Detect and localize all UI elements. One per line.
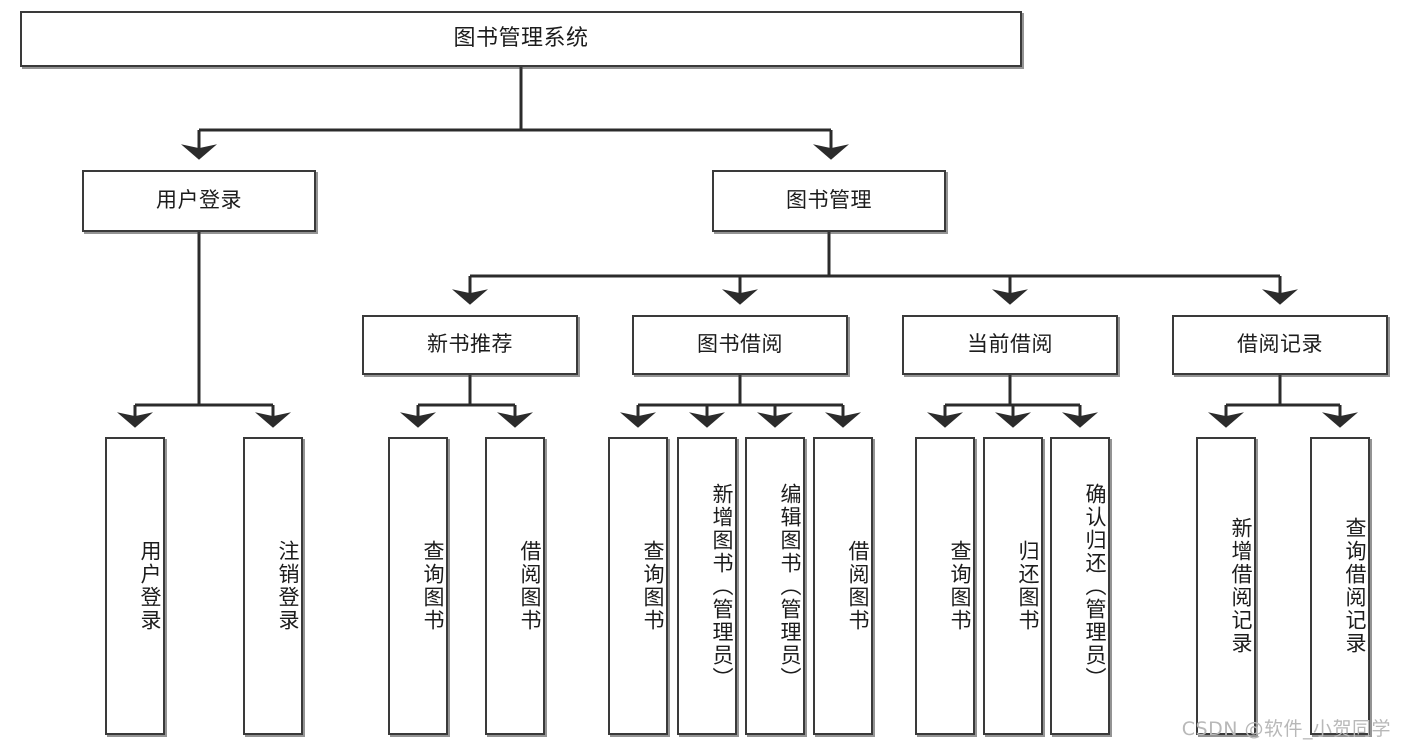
node-label: 查询图书 xyxy=(421,540,445,632)
leaf-query-borrow-record[interactable]: 查询借阅记录 xyxy=(1310,437,1370,735)
node-root-system[interactable]: 图书管理系统 xyxy=(20,11,1022,67)
node-label: 借阅图书 xyxy=(846,540,870,632)
leaf-query-book-current[interactable]: 查询图书 xyxy=(915,437,975,735)
leaf-borrow-book[interactable]: 借阅图书 xyxy=(813,437,873,735)
node-label: 图书管理系统 xyxy=(453,25,589,51)
node-label: 新增图书（管理员） xyxy=(710,482,734,690)
node-label: 确认归还（管理员） xyxy=(1083,482,1107,690)
node-book-management[interactable]: 图书管理 xyxy=(712,170,946,232)
leaf-confirm-return-admin[interactable]: 确认归还（管理员） xyxy=(1050,437,1110,735)
node-label: 图书管理 xyxy=(786,188,872,213)
leaf-add-book-admin[interactable]: 新增图书（管理员） xyxy=(677,437,737,735)
leaf-edit-book-admin[interactable]: 编辑图书（管理员） xyxy=(745,437,805,735)
node-label: 用户登录 xyxy=(138,540,162,632)
node-label: 查询借阅记录 xyxy=(1343,517,1367,655)
node-current-borrow[interactable]: 当前借阅 xyxy=(902,315,1118,375)
node-label: 借阅图书 xyxy=(518,540,542,632)
leaf-user-login[interactable]: 用户登录 xyxy=(105,437,165,735)
node-user-login[interactable]: 用户登录 xyxy=(82,170,316,232)
node-label: 新增借阅记录 xyxy=(1229,517,1253,655)
leaf-return-book[interactable]: 归还图书 xyxy=(983,437,1043,735)
node-label: 查询图书 xyxy=(948,540,972,632)
leaf-borrow-book-recommendation[interactable]: 借阅图书 xyxy=(485,437,545,735)
node-label: 注销登录 xyxy=(276,540,300,632)
node-label: 借阅记录 xyxy=(1237,332,1323,357)
leaf-logout-login[interactable]: 注销登录 xyxy=(243,437,303,735)
node-borrow-record[interactable]: 借阅记录 xyxy=(1172,315,1388,375)
node-label: 编辑图书（管理员） xyxy=(778,482,802,690)
node-label: 图书借阅 xyxy=(697,332,783,357)
leaf-query-book-recommendation[interactable]: 查询图书 xyxy=(388,437,448,735)
node-label: 当前借阅 xyxy=(967,332,1053,357)
watermark-text: CSDN @软件_小贺同学 xyxy=(1181,718,1391,740)
node-label: 归还图书 xyxy=(1016,540,1040,632)
leaf-query-book-borrow[interactable]: 查询图书 xyxy=(608,437,668,735)
node-label: 查询图书 xyxy=(641,540,665,632)
node-label: 新书推荐 xyxy=(427,332,513,357)
node-book-borrow[interactable]: 图书借阅 xyxy=(632,315,848,375)
node-label: 用户登录 xyxy=(156,188,242,213)
leaf-add-borrow-record[interactable]: 新增借阅记录 xyxy=(1196,437,1256,735)
node-new-book-recommendation[interactable]: 新书推荐 xyxy=(362,315,578,375)
